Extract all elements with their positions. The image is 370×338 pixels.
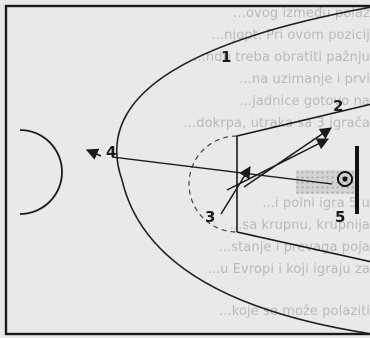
pass-line-4-to-basket (111, 156, 333, 185)
background-text-line: ...jadnice gotovo na (239, 94, 370, 109)
player-label-3: 3 (205, 208, 216, 226)
background-text-line: ...njopt. Pri ovom pozicij (211, 28, 370, 43)
free-throw-circle (188, 135, 238, 233)
basket-ring (337, 171, 353, 187)
move-arrow-2 (226, 138, 330, 191)
background-text-line: ...i polni igra 5 u (262, 196, 370, 211)
background-text-line: ...u Evropi i koji igraju za (207, 262, 370, 277)
player-label-5: 5 (335, 208, 346, 226)
background-text-line: ...ovog između polaz (233, 6, 370, 21)
lane-line-top (236, 103, 370, 137)
basket-center (342, 176, 348, 182)
player-label-4: 4 (106, 143, 117, 161)
arrow-to-4 (85, 148, 102, 160)
background-text-line: ...stanje i prevaga poja (218, 240, 370, 255)
restricted-area-shade (296, 170, 356, 194)
three-point-arc (116, 6, 370, 335)
court-border (4, 4, 370, 336)
background-text-line: ...ndu treba obratiti pažnju (193, 50, 370, 65)
player-label-2: 2 (333, 97, 344, 115)
background-text-line: ...dokrpa, utraka sa 3 igrača (183, 116, 370, 131)
move-arrow-3 (220, 165, 251, 215)
background-text-line: ...sa krupnu, krupnija (229, 218, 370, 233)
center-circle-arc (19, 129, 63, 215)
player-label-1: 1 (221, 48, 232, 66)
background-text-line: ...koje se može polaziti (219, 304, 370, 319)
move-arrow-1 (243, 127, 332, 188)
lane-line-bottom (236, 231, 370, 263)
background-text-line: ...na uzimanje i prvi (239, 72, 370, 87)
